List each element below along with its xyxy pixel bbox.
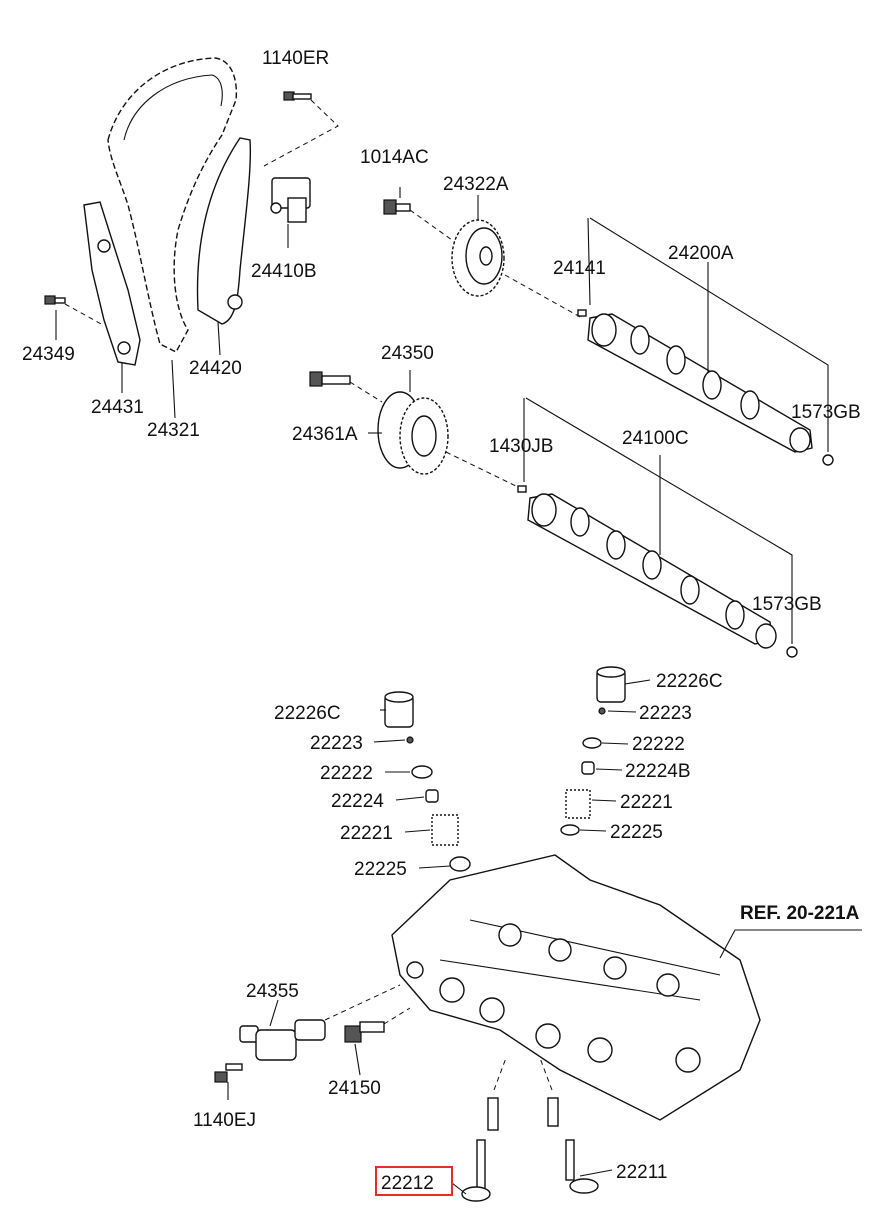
valve-22211 bbox=[565, 1139, 599, 1194]
camshaft-24200A bbox=[577, 309, 813, 453]
label-24361A[interactable]: 24361A bbox=[292, 424, 358, 445]
label-24350[interactable]: 24350 bbox=[381, 343, 434, 364]
label-ref-20-221A[interactable]: REF. 20-221A bbox=[740, 903, 860, 924]
valve-guide-left bbox=[487, 1097, 499, 1131]
camshaft-24100C bbox=[517, 485, 777, 649]
chain-guide-left bbox=[83, 201, 141, 366]
label-22212[interactable]: 22212 bbox=[381, 1173, 434, 1194]
label-1140ER[interactable]: 1140ER bbox=[262, 48, 329, 69]
label-24355[interactable]: 24355 bbox=[246, 981, 299, 1002]
chain-tensioner-arm bbox=[196, 137, 252, 325]
bolt-1140EJ bbox=[214, 1063, 243, 1083]
sprocket-24322A bbox=[451, 219, 583, 319]
leader-lines bbox=[55, 187, 651, 1195]
label-1573GB-upper[interactable]: 1573GB bbox=[791, 402, 861, 423]
valve-stack-left bbox=[384, 691, 471, 872]
label-1014AC[interactable]: 1014AC bbox=[360, 147, 429, 168]
label-22226C-left[interactable]: 22226C bbox=[274, 703, 341, 724]
label-24322A[interactable]: 24322A bbox=[443, 174, 509, 195]
label-24349[interactable]: 24349 bbox=[22, 344, 75, 365]
label-22222-right[interactable]: 22222 bbox=[632, 734, 685, 755]
label-22225-left[interactable]: 22225 bbox=[354, 859, 407, 880]
bolt-1140ER bbox=[263, 91, 339, 167]
label-22221-right[interactable]: 22221 bbox=[620, 792, 673, 813]
bolt-24349 bbox=[44, 295, 104, 326]
highlight-box-22212 bbox=[375, 1166, 453, 1196]
label-22222-left[interactable]: 22222 bbox=[320, 763, 373, 784]
label-22211[interactable]: 22211 bbox=[616, 1162, 667, 1183]
label-24100C[interactable]: 24100C bbox=[622, 428, 689, 449]
label-22224[interactable]: 22224 bbox=[331, 791, 384, 812]
label-24431[interactable]: 24431 bbox=[91, 397, 144, 418]
bolt-24361A bbox=[309, 371, 383, 403]
chain-tensioner bbox=[270, 177, 311, 223]
label-1140EJ[interactable]: 1140EJ bbox=[193, 1110, 256, 1131]
ocv-24355 bbox=[239, 984, 401, 1061]
label-24200A[interactable]: 24200A bbox=[668, 243, 734, 264]
valve-22212 bbox=[461, 1139, 491, 1202]
valve-stack-right bbox=[560, 666, 626, 836]
timing-chain bbox=[107, 57, 238, 353]
label-22223-left[interactable]: 22223 bbox=[310, 733, 363, 754]
label-22225-right[interactable]: 22225 bbox=[610, 822, 663, 843]
valve-guide-right bbox=[547, 1097, 559, 1127]
part-labels: 1140ER 1014AC 24322A 24410B 24141 24200A… bbox=[22, 48, 861, 1194]
bolt-24150 bbox=[344, 1007, 411, 1043]
label-1430JB[interactable]: 1430JB bbox=[489, 436, 553, 457]
cvvt-24350 bbox=[377, 391, 521, 489]
label-24420[interactable]: 24420 bbox=[189, 358, 242, 379]
label-22224B[interactable]: 22224B bbox=[625, 761, 691, 782]
label-22221-left[interactable]: 22221 bbox=[340, 823, 393, 844]
plug-1573GB-lower bbox=[786, 646, 798, 658]
label-22223-right[interactable]: 22223 bbox=[639, 703, 692, 724]
cylinder-head bbox=[391, 854, 761, 1121]
label-24150[interactable]: 24150 bbox=[328, 1078, 381, 1099]
label-1573GB-lower[interactable]: 1573GB bbox=[752, 594, 822, 615]
plug-1573GB-upper bbox=[822, 454, 834, 466]
label-24321[interactable]: 24321 bbox=[147, 420, 200, 441]
label-24141[interactable]: 24141 bbox=[553, 258, 606, 279]
label-24410B[interactable]: 24410B bbox=[251, 261, 317, 282]
label-22226C-right[interactable]: 22226C bbox=[656, 671, 723, 692]
